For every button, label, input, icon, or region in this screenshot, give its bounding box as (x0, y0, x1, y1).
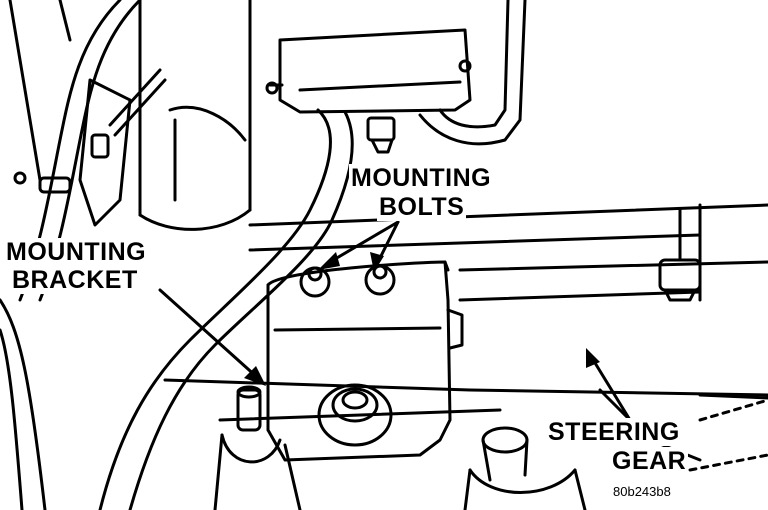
arrowhead-bolt-left (318, 252, 340, 270)
top-bolt (366, 116, 396, 154)
arrowheads (244, 252, 600, 386)
pressure-pipe (98, 108, 354, 510)
mounting-bracket-label-line1: MOUNTING (4, 238, 149, 266)
figure-id: 80b243b8 (613, 484, 671, 499)
left-lower-fitting (213, 385, 302, 510)
mounting-bolt-left (299, 266, 331, 298)
leader-arrows (158, 220, 632, 422)
arrow-mounting-bracket (158, 288, 260, 380)
arrowhead-bolt-right (370, 252, 384, 272)
arrowhead-bracket (244, 366, 266, 386)
mounting-bolt-right (364, 264, 396, 296)
crossmember (248, 203, 768, 302)
mounting-bracket-label-line2: BRACKET (10, 266, 140, 294)
steering-gear-label-line2: GEAR (610, 447, 689, 475)
left-bracket (78, 68, 167, 227)
left-frame-rail (0, 0, 72, 510)
arrow-mounting-bolts-left (328, 220, 400, 264)
arrowhead-steering-gear (586, 348, 600, 368)
left-clip (13, 171, 72, 194)
pump-body (138, 0, 252, 231)
right-fitting (658, 203, 702, 302)
arrow-steering-gear (590, 356, 632, 422)
mounting-bolts-label-line1: MOUNTING (349, 164, 494, 192)
top-mount-block (265, 28, 472, 114)
lower-right-edge (688, 398, 768, 472)
mounting-bracket (266, 260, 464, 462)
steering-gear-label-line1: STEERING (546, 418, 682, 446)
mounting-bolts-label-line2: BOLTS (377, 193, 467, 221)
right-lower-fitting (463, 426, 587, 510)
return-pipe (418, 0, 527, 146)
bracket-isolator (317, 383, 393, 447)
